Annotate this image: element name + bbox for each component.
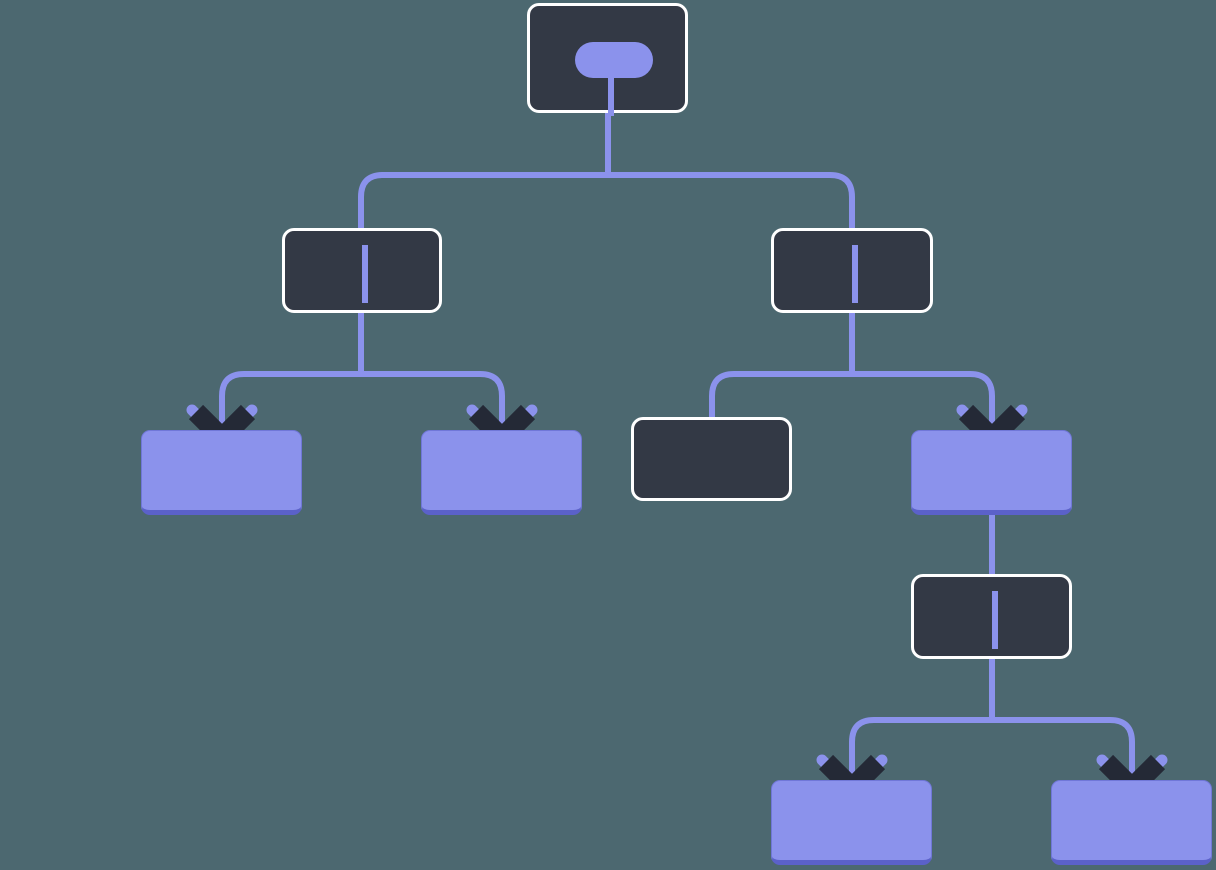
level2-leaf-b[interactable]: [421, 430, 582, 515]
path-l1left-to-a: [219, 371, 361, 430]
path-mid-to-a: [849, 717, 992, 780]
node-through-line: [992, 591, 998, 649]
level1-right-node[interactable]: [771, 228, 933, 313]
path-l1right-to-c: [709, 371, 852, 418]
level4-leaf-b[interactable]: [1051, 780, 1212, 865]
node-through-line: [852, 245, 858, 303]
path-l1right-to-d: [852, 371, 995, 430]
level2-leaf-d[interactable]: [911, 430, 1072, 515]
root-node[interactable]: [527, 3, 688, 116]
level2-empty-node[interactable]: [631, 417, 792, 501]
node-through-line: [362, 245, 368, 303]
level1-left-node[interactable]: [282, 228, 442, 313]
root-pill-stem: [608, 66, 614, 116]
level2-leaf-a[interactable]: [141, 430, 302, 515]
level4-leaf-a[interactable]: [771, 780, 932, 865]
path-mid-to-b: [992, 717, 1135, 780]
level3-middle-node[interactable]: [911, 574, 1072, 659]
path-l1left-to-b: [361, 371, 505, 430]
root-pill-shape: [575, 42, 653, 78]
